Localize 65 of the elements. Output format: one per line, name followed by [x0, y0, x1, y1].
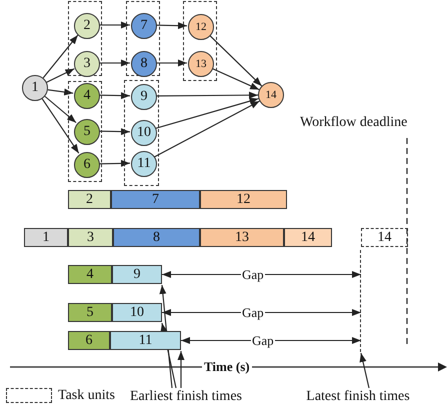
task-bar: 4: [68, 265, 112, 284]
arrow: [99, 22, 130, 28]
task-circle: 10: [131, 120, 157, 146]
task-bar: 13: [200, 228, 284, 247]
task-bar: 1: [24, 228, 68, 247]
axis-title: Time (s): [202, 360, 252, 373]
task-bar: 8: [113, 228, 200, 247]
arrow: [156, 92, 258, 99]
task-bar: 14: [361, 228, 408, 247]
arrow: [155, 98, 259, 129]
task-circle: 12: [188, 14, 214, 40]
arrow: [212, 68, 260, 90]
task-bar: 6: [68, 331, 110, 350]
task-bar: 7: [111, 190, 200, 209]
latest-finish-line: [360, 250, 363, 352]
leader-line: [178, 351, 184, 388]
task-circle: 7: [131, 13, 157, 39]
arrow: [42, 98, 80, 154]
arrow: [44, 96, 76, 124]
arrow: [48, 88, 74, 96]
leader-line: [360, 352, 370, 388]
task-bar: 12: [200, 190, 287, 209]
task-bar: 9: [112, 265, 162, 284]
edge-label: Gap: [241, 268, 265, 281]
task-circle: 4: [74, 83, 100, 109]
task-bar: 5: [68, 303, 112, 322]
arrow: [181, 337, 361, 344]
task-circle: 9: [131, 84, 157, 110]
task-unit-box: [68, 1, 102, 76]
annotation-text: Earliest finish times: [130, 389, 242, 405]
task-bar: 11: [110, 331, 181, 350]
task-circle: 1: [22, 75, 48, 101]
task-circle: 3: [74, 51, 100, 77]
edge-label: Gap: [241, 306, 265, 319]
arrow: [162, 309, 361, 316]
arrow: [46, 68, 75, 83]
task-bar: 14: [284, 228, 332, 247]
task-bar: 2: [68, 190, 111, 209]
task-circle: 2: [74, 13, 100, 39]
task-circle: 5: [74, 119, 100, 145]
arrow: [99, 60, 130, 66]
legend-label: Task units: [58, 389, 115, 403]
annotation-text: Latest finish times: [298, 389, 418, 405]
arrow: [154, 100, 260, 158]
task-circle: 14: [258, 82, 284, 108]
task-circle: 6: [74, 152, 100, 178]
deadline-label: Workflow deadline: [300, 116, 408, 130]
arrow: [156, 60, 187, 66]
task-bar: 3: [68, 228, 113, 247]
task-circle: 13: [188, 51, 214, 77]
arrow: [99, 160, 130, 167]
arrow: [99, 128, 130, 136]
arrow: [208, 34, 262, 86]
edge-label: Gap: [251, 334, 275, 347]
task-unit-box: [124, 80, 159, 186]
arrow: [99, 92, 130, 100]
arrow: [162, 271, 361, 278]
task-unit-box: [183, 1, 217, 81]
task-circle: 11: [131, 151, 157, 177]
task-unit-box: [68, 81, 102, 182]
task-bar: 10: [112, 303, 162, 322]
task-circle: 8: [131, 51, 157, 77]
arrow: [156, 22, 187, 30]
task-unit-box: [126, 1, 160, 76]
arrow: [42, 34, 78, 78]
